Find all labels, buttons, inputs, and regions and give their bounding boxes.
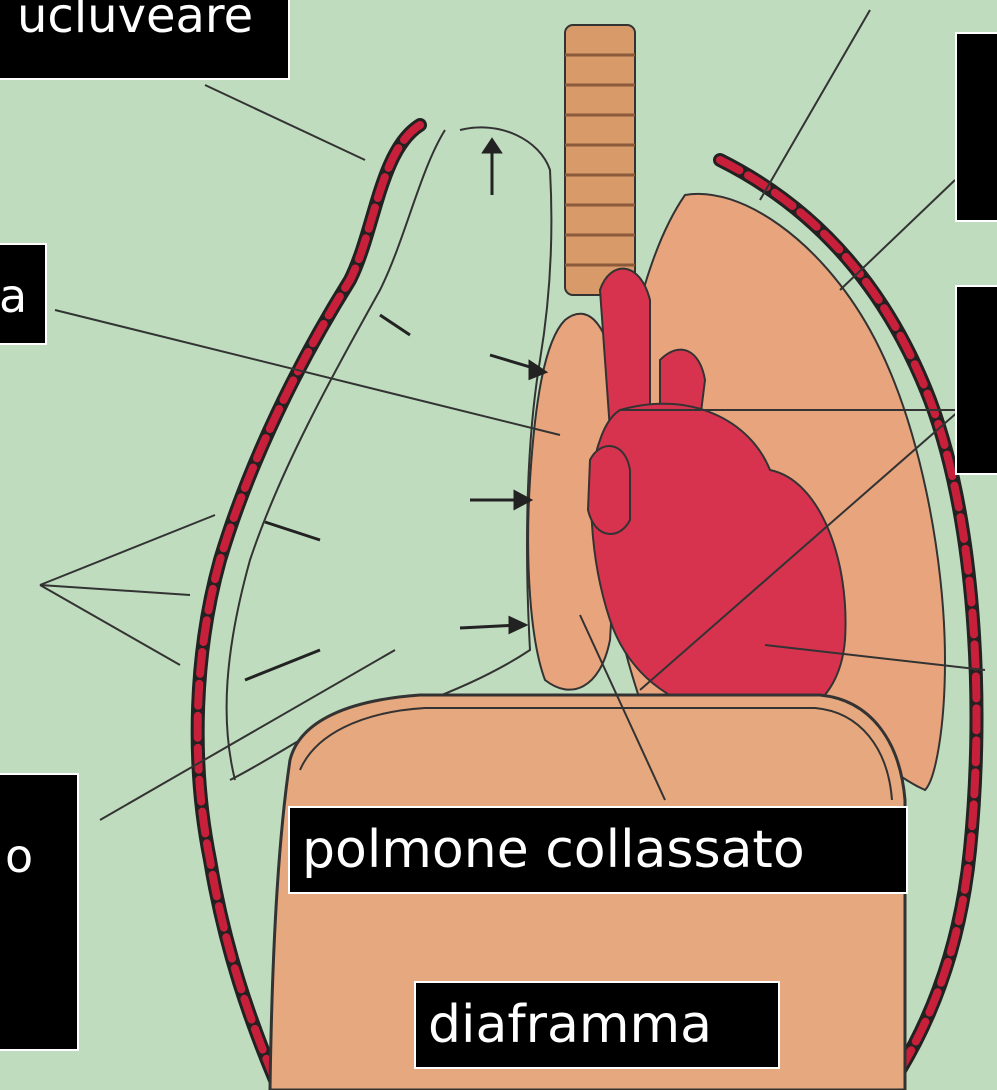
label-lower-left: o: [0, 773, 79, 1051]
label-diaphragm-text: diaframma: [416, 983, 778, 1067]
label-upper-left-text: a: [0, 245, 45, 345]
label-top-left-text: ucluveare: [0, 0, 288, 40]
trachea: [565, 25, 635, 295]
label-mid-right: [955, 285, 997, 475]
label-collapsed-lung-text: polmone collassato: [290, 808, 906, 892]
label-diaphragm: diaframma: [414, 981, 780, 1069]
label-upper-right: [955, 32, 997, 222]
label-lower-left-text: o: [0, 775, 77, 879]
label-top-left: ucluveare: [0, 0, 290, 80]
pressure-arrows: [245, 140, 545, 680]
collapsed-lung-space: [230, 127, 551, 780]
label-collapsed-lung: polmone collassato: [288, 806, 908, 894]
label-upper-left: a: [0, 243, 47, 345]
